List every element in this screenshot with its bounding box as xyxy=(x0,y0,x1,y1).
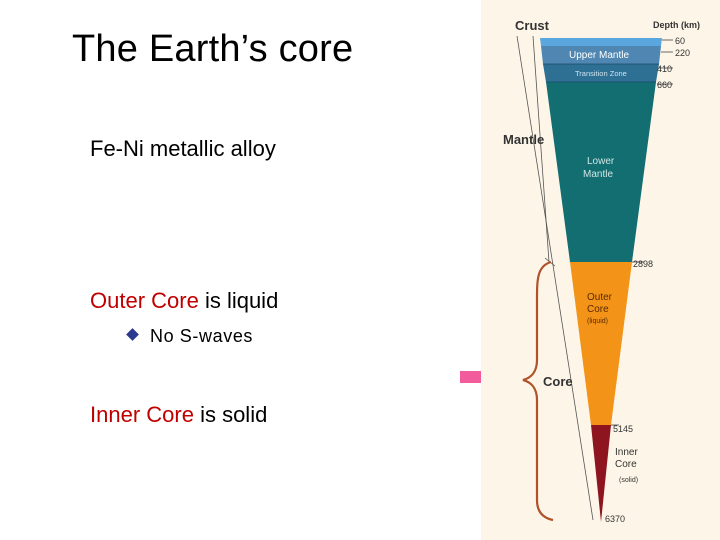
solid-label: (solid) xyxy=(619,477,638,484)
inner-core-term: Inner Core xyxy=(90,402,194,427)
s-waves-bullet: No S-waves xyxy=(150,326,253,347)
inner-core-rest: is solid xyxy=(194,402,267,427)
outer-core-label-2: Core xyxy=(587,304,609,315)
slide-title: The Earth’s core xyxy=(72,28,353,71)
inner-core-label-2: Core xyxy=(615,459,637,470)
depth-6370: 6370 xyxy=(605,514,625,524)
crust-layer xyxy=(540,38,662,46)
outer-core-label-1: Outer xyxy=(587,292,613,303)
outer-core-rest: is liquid xyxy=(199,288,278,313)
depth-5145: 5145 xyxy=(613,424,633,434)
outer-core-term: Outer Core xyxy=(90,288,199,313)
liquid-label: (liquid) xyxy=(587,318,608,325)
depth-660: 660 xyxy=(657,80,672,90)
outer-core-line: Outer Core is liquid xyxy=(90,288,278,314)
core-label: Core xyxy=(543,374,573,389)
depth-header: Depth (km) xyxy=(653,20,700,30)
earth-layers-diagram: Crust Depth (km) 60 220 410 660 Upper Ma… xyxy=(481,0,720,540)
inner-core-label-1: Inner xyxy=(615,447,638,458)
mantle-label: Mantle xyxy=(503,132,544,147)
depth-2898: 2898 xyxy=(633,259,653,269)
diamond-bullet-icon xyxy=(126,328,139,341)
depth-60: 60 xyxy=(675,36,685,46)
depth-410: 410 xyxy=(657,64,672,74)
lower-mantle-label-2: Mantle xyxy=(583,169,613,180)
inner-core-line: Inner Core is solid xyxy=(90,402,267,428)
alloy-text: Fe-Ni metallic alloy xyxy=(90,136,276,162)
transition-zone-label: Transition Zone xyxy=(575,69,627,78)
lower-mantle-label-1: Lower xyxy=(587,156,615,167)
crust-label: Crust xyxy=(515,18,550,33)
depth-220: 220 xyxy=(675,48,690,58)
upper-mantle-label: Upper Mantle xyxy=(569,50,629,61)
